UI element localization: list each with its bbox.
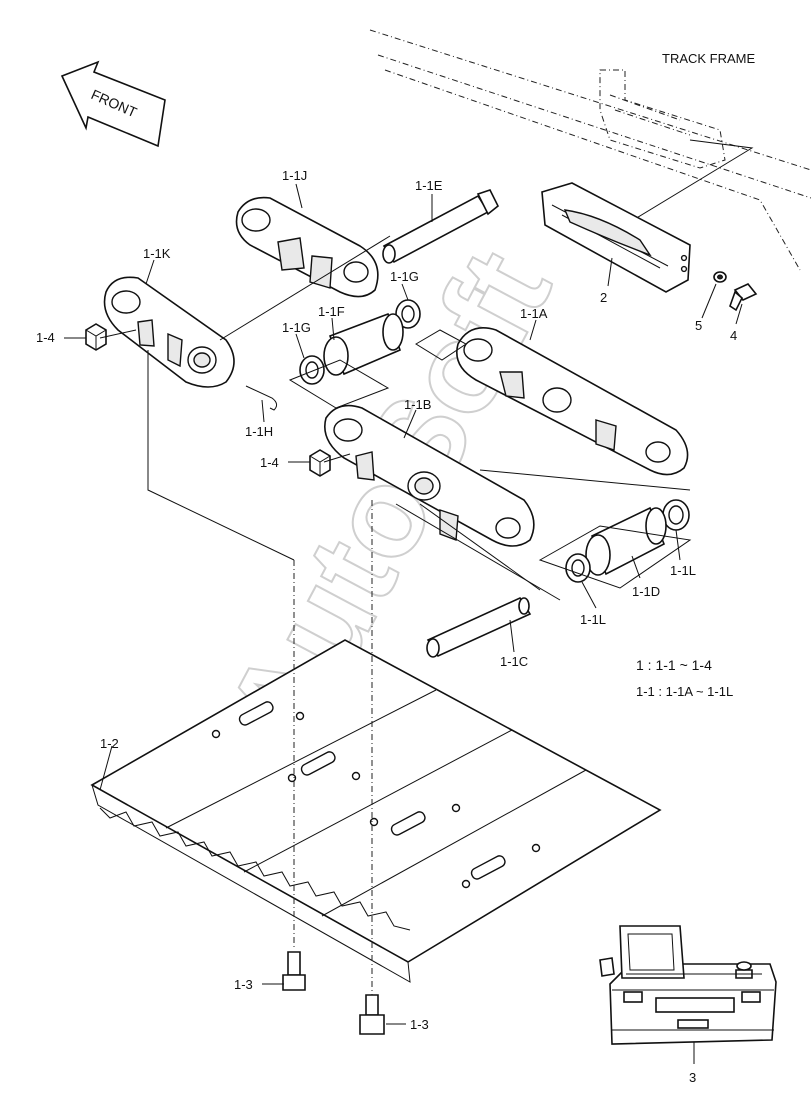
- track-shoe-assembly: [90, 639, 662, 983]
- seal-lower: [565, 553, 591, 583]
- track-guard-bracket: [541, 182, 691, 293]
- label-4: 4: [730, 328, 737, 343]
- leader-lines: [64, 183, 743, 1064]
- inner-link-middle: [324, 404, 535, 547]
- nut-upper: [85, 323, 107, 351]
- shoe-bolt-left: [282, 951, 306, 991]
- legend-line-1: 1 : 1-1 ~ 1-4: [636, 657, 712, 673]
- label-1-1L-right: 1-1L: [670, 563, 696, 578]
- track-frame-label: TRACK FRAME: [662, 51, 756, 66]
- track-frame: [369, 29, 811, 271]
- track-pin-upper: [382, 189, 500, 264]
- label-1-1G-top: 1-1G: [390, 269, 419, 284]
- label-1-1F: 1-1F: [318, 304, 345, 319]
- machine-inset: [599, 925, 777, 1045]
- label-3: 3: [689, 1070, 696, 1085]
- label-1-1D: 1-1D: [632, 584, 660, 599]
- label-1-1H: 1-1H: [245, 424, 273, 439]
- label-1-1G-left: 1-1G: [282, 320, 311, 335]
- assembly-lines: [99, 235, 692, 601]
- label-1-1J: 1-1J: [282, 168, 307, 183]
- label-1-1E: 1-1E: [415, 178, 443, 193]
- legend-line-2: 1-1 : 1-1A ~ 1-1L: [636, 684, 733, 699]
- label-1-1L-left: 1-1L: [580, 612, 606, 627]
- label-1-4-top: 1-4: [36, 330, 55, 345]
- label-1-1C: 1-1C: [500, 654, 528, 669]
- label-1-4-mid: 1-4: [260, 455, 279, 470]
- bolt: [729, 283, 758, 312]
- label-1-1B: 1-1B: [404, 397, 431, 412]
- washer: [713, 271, 727, 283]
- seal-left: [299, 355, 325, 385]
- spring-pin: [245, 385, 278, 411]
- front-arrow-icon: [60, 60, 166, 148]
- seal-right: [662, 499, 690, 531]
- label-1-1A: 1-1A: [520, 306, 548, 321]
- label-1-3-left: 1-3: [234, 977, 253, 992]
- inner-link-right: [456, 327, 689, 476]
- nut-middle: [309, 449, 331, 477]
- label-5: 5: [695, 318, 702, 333]
- label-1-2: 1-2: [100, 736, 119, 751]
- outer-link-upper: [235, 196, 379, 298]
- track-pin-lower: [426, 596, 532, 658]
- label-1-1K: 1-1K: [143, 246, 171, 261]
- shoe-holes: [211, 701, 541, 889]
- outer-link-left: [103, 276, 235, 388]
- shoe-bolt-bottom: [359, 994, 385, 1035]
- bushing-lower: [585, 506, 667, 576]
- bushing-upper: [323, 312, 404, 376]
- label-1-3-bottom: 1-3: [410, 1017, 429, 1032]
- label-2: 2: [600, 290, 607, 305]
